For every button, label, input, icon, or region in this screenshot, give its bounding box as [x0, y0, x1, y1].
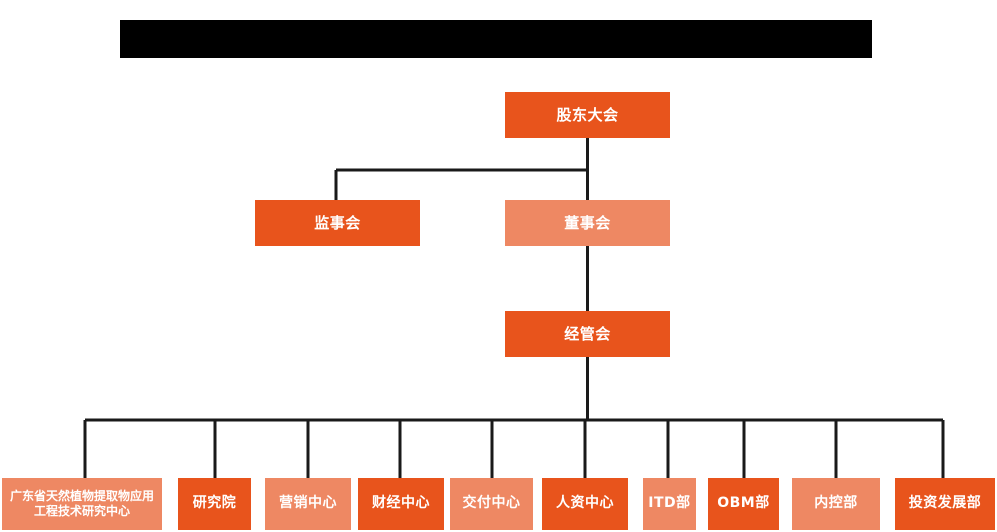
node-research-institute[interactable]: 研究院 [178, 478, 251, 530]
node-internal-control-department[interactable]: 内控部 [792, 478, 880, 530]
node-management-committee[interactable]: 经管会 [505, 311, 670, 357]
node-itd-department[interactable]: ITD部 [643, 478, 696, 530]
node-board-of-supervisors[interactable]: 监事会 [255, 200, 420, 246]
node-board-of-directors[interactable]: 董事会 [505, 200, 670, 246]
redacted-title-banner [120, 20, 872, 58]
node-marketing-center[interactable]: 营销中心 [265, 478, 351, 530]
node-shareholders-meeting[interactable]: 股东大会 [505, 92, 670, 138]
node-guangdong-research-center[interactable]: 广东省天然植物提取物应用工程技术研究中心 [2, 478, 162, 530]
node-obm-department[interactable]: OBM部 [708, 478, 779, 530]
node-investment-development-department[interactable]: 投资发展部 [895, 478, 995, 530]
node-finance-center[interactable]: 财经中心 [358, 478, 444, 530]
node-delivery-center[interactable]: 交付中心 [450, 478, 533, 530]
node-human-resources-center[interactable]: 人资中心 [542, 478, 628, 530]
